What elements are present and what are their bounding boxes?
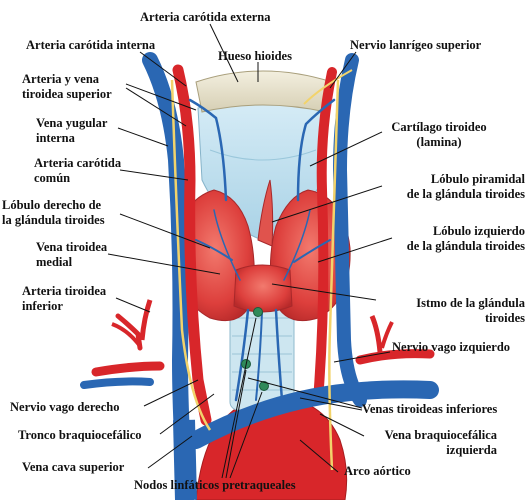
label-vena-cava-superior: Vena cava superior — [22, 460, 125, 474]
label-lobulo-izquierdo: Lóbulo izquierdo de la glándula tiroides — [406, 224, 525, 253]
label-nervio-laringeo-superior: Nervio lanrígeo superior — [350, 38, 482, 52]
superior-vena-cava — [173, 419, 197, 500]
right-common-carotid-artery — [172, 64, 212, 426]
label-vena-tiroidea-medial: Vena tiroidea medial — [36, 240, 108, 269]
label-arteria-carotida-externa: Arteria carótida externa — [140, 10, 271, 24]
label-nodos-linfaticos: Nodos linfáticos pretraqueales — [134, 478, 296, 492]
label-nervio-vago-izquierdo: Nervio vago izquierdo — [392, 340, 511, 354]
label-venas-tiroideas-inferiores: Venas tiroideas inferiores — [362, 402, 498, 416]
label-arteria-tiroidea-inferior: Arteria tiroidea inferior — [22, 284, 107, 313]
label-arteria-carotida-comun: Arteria carótida común — [34, 156, 122, 185]
label-lobulo-derecho: Lóbulo derecho de la glándula tiroides — [2, 198, 105, 227]
label-lobulo-piramidal: Lóbulo piramidal de la glándula tiroides — [406, 172, 525, 201]
left-common-carotid-artery — [313, 67, 337, 405]
label-istmo: Istmo de la glándula tiroides — [416, 296, 525, 325]
right-vagus-nerve — [170, 79, 212, 431]
left-vagus-nerve — [328, 79, 340, 471]
label-arco-aortico: Arco aórtico — [344, 464, 411, 478]
label-nervio-vago-derecho: Nervio vago derecho — [10, 400, 120, 414]
label-arteria-carotida-interna: Arteria carótida interna — [26, 38, 156, 52]
right-subclavian-vessels — [80, 299, 165, 389]
thyroid-veins — [188, 98, 336, 402]
label-vena-yugular-interna: Vena yugular interna — [36, 116, 108, 145]
label-tronco-braquiocefalico: Tronco braquiocefálico — [18, 428, 142, 442]
label-arteria-vena-tiroidea-superior: Arteria y vena tiroidea superior — [22, 72, 112, 101]
label-cartilago-tiroideo: Cartílago tiroideo (lamina) — [391, 120, 487, 149]
label-hueso-hioides: Hueso hioides — [218, 49, 292, 63]
left-internal-jugular-vein — [332, 53, 367, 407]
superior-laryngeal-nerve — [303, 69, 353, 105]
label-vena-braquiocefalica-izquierda: Vena braquiocefálica izquierda — [384, 428, 497, 457]
leader-lines — [107, 23, 393, 479]
